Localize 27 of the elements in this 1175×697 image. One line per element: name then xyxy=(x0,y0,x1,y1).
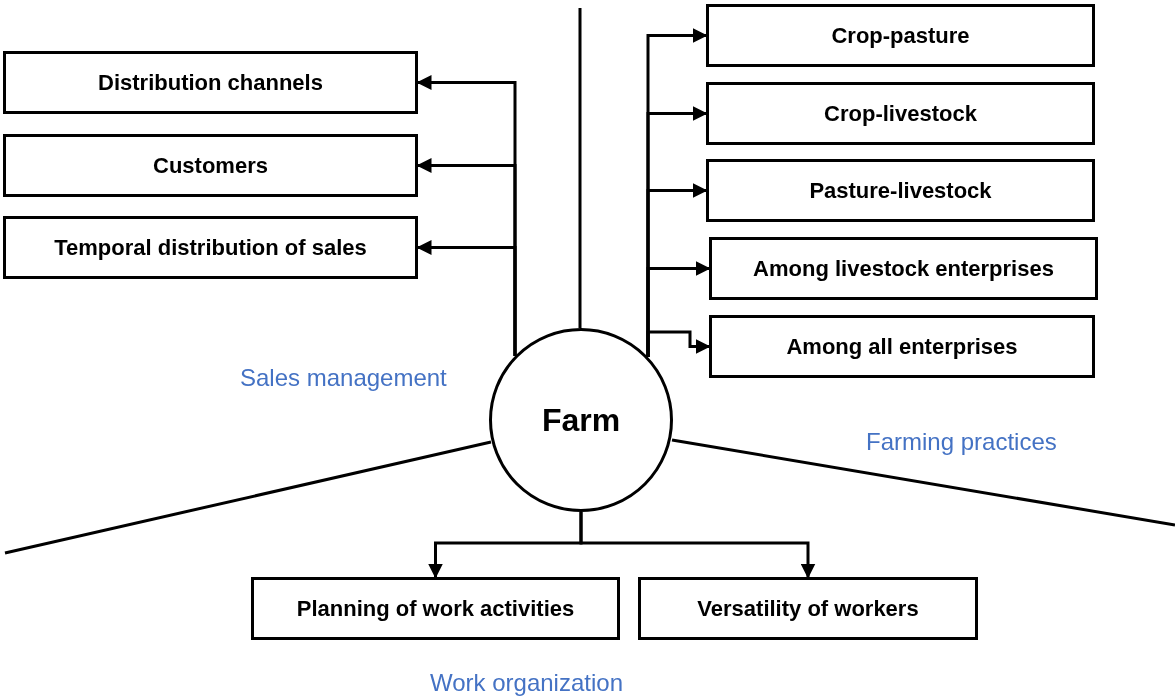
process-box xyxy=(709,237,1098,300)
section-label: Sales management xyxy=(240,364,447,392)
process-box xyxy=(638,577,978,640)
arrow xyxy=(416,240,517,356)
node-text: Versatility of workers xyxy=(697,595,919,622)
node-text: Crop-pasture xyxy=(831,22,970,49)
section-label: Work organization xyxy=(430,669,623,697)
node-text: Pasture-livestock xyxy=(809,177,992,204)
arrow xyxy=(646,330,711,357)
section-label: Farming practices xyxy=(866,428,1057,456)
process-box xyxy=(706,82,1095,145)
node-text: Crop-livestock xyxy=(824,100,977,127)
process-box xyxy=(3,216,418,279)
process-box xyxy=(706,159,1095,222)
arrow xyxy=(579,512,816,579)
node-text: Planning of work activities xyxy=(296,595,575,622)
node-text: Among livestock enterprises xyxy=(753,255,1054,282)
process-box xyxy=(3,134,418,197)
node-text: Farm xyxy=(541,401,621,439)
node-text: Temporal distribution of sales xyxy=(54,234,367,261)
process-box xyxy=(3,51,418,114)
node-text: Customers xyxy=(153,152,268,179)
node-text: Distribution channels xyxy=(98,69,323,96)
process-box xyxy=(709,315,1095,378)
process-box xyxy=(706,4,1095,67)
process-box xyxy=(251,577,620,640)
node-text: Among all enterprises xyxy=(786,333,1018,360)
